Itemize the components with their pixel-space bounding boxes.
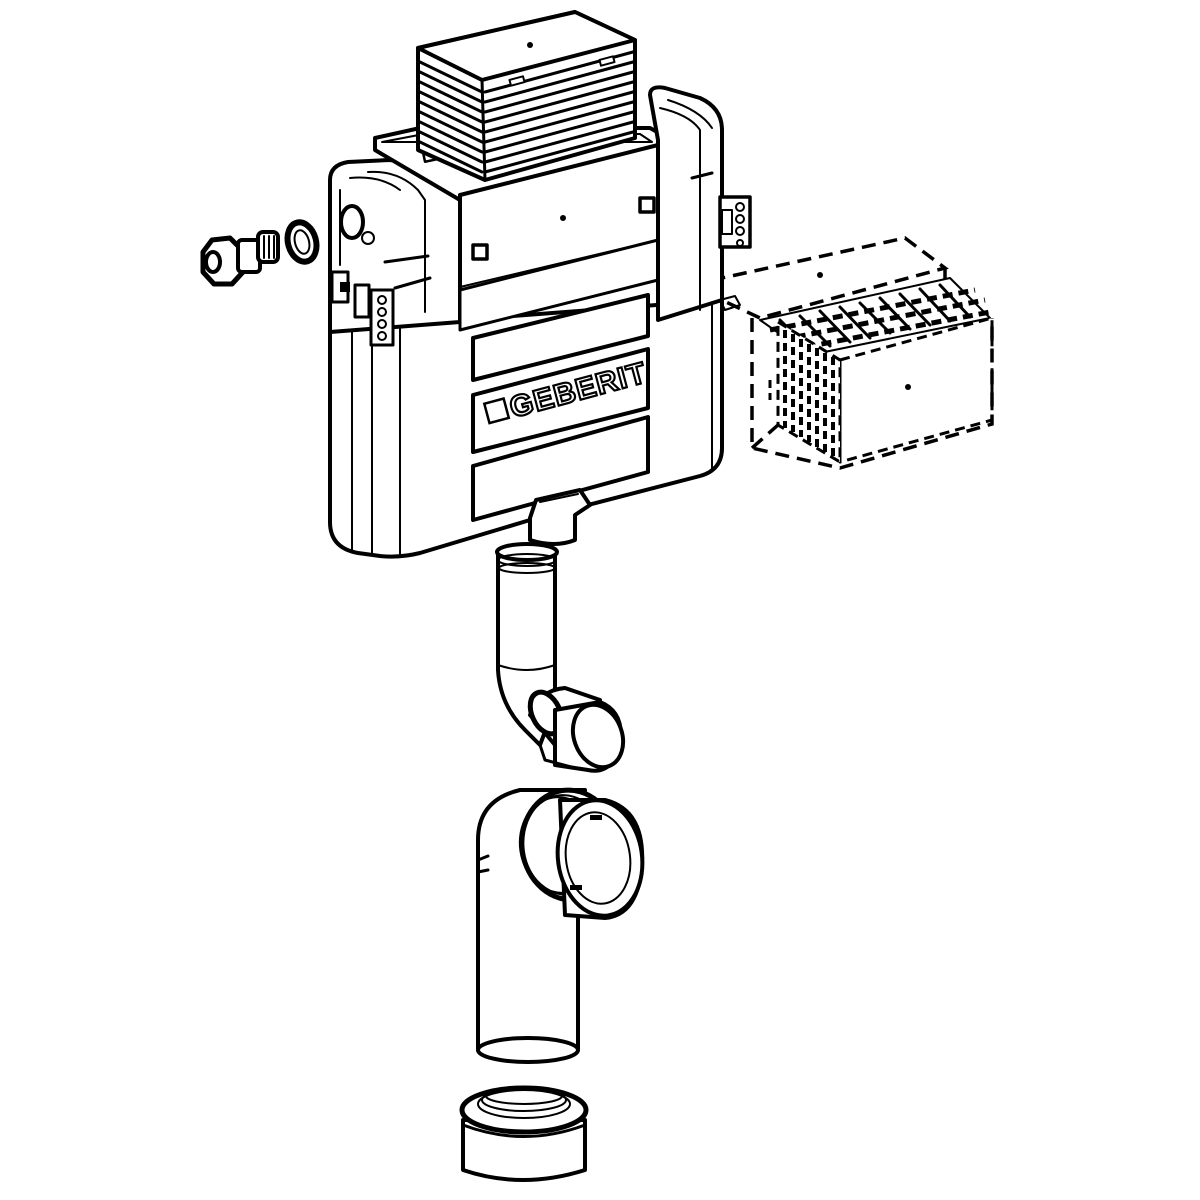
cistern-body: GEBERIT — [328, 85, 752, 559]
water-inlet-valve — [200, 230, 280, 287]
box-side-hatching — [776, 319, 842, 465]
inspection-box-top — [416, 10, 637, 182]
connector-bend — [476, 787, 645, 1064]
ribs-front — [483, 50, 635, 174]
seal-ring — [284, 219, 320, 265]
left-bracket-screws — [369, 288, 395, 347]
flush-pipe-bend — [495, 542, 626, 773]
box-top-hatching — [759, 277, 991, 356]
dashed-protection-box — [689, 236, 994, 470]
right-bracket-screws — [718, 195, 752, 249]
sleeve-connector — [459, 1085, 589, 1182]
ribs-left — [418, 60, 484, 174]
front-panels — [471, 293, 650, 522]
